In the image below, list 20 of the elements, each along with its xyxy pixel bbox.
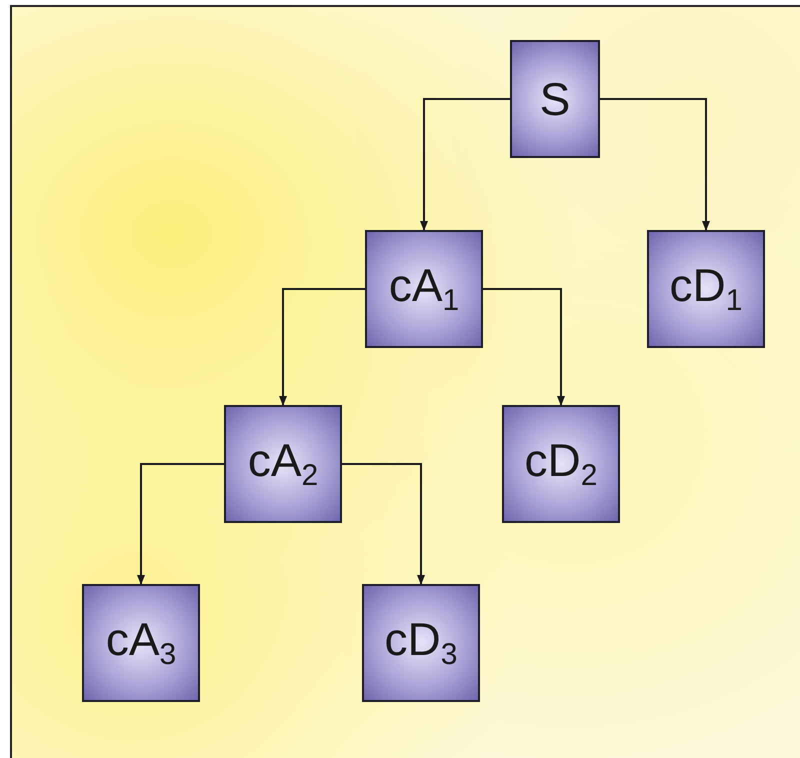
node-label: cD$_{2}$ (524, 437, 598, 491)
arrow (342, 463, 425, 585)
arrow (137, 463, 224, 585)
node-box (647, 230, 765, 348)
node-label: cA$_{3}$ (106, 616, 176, 670)
node-label: cA$_{1}$ (388, 262, 460, 316)
node-box (82, 584, 200, 702)
arrow (483, 288, 565, 406)
node-label: cD$_{3}$ (384, 616, 458, 670)
node-label: cD$_{1}$ (670, 262, 742, 316)
node-box (365, 230, 483, 348)
node-box (224, 405, 342, 523)
node-label: S (540, 76, 570, 122)
node-box (502, 405, 620, 523)
arrow (600, 98, 710, 231)
node-box (362, 584, 480, 702)
arrow (420, 98, 510, 231)
node-box (510, 40, 600, 158)
node-label: cA$_{2}$ (248, 437, 318, 491)
arrow (279, 288, 365, 406)
